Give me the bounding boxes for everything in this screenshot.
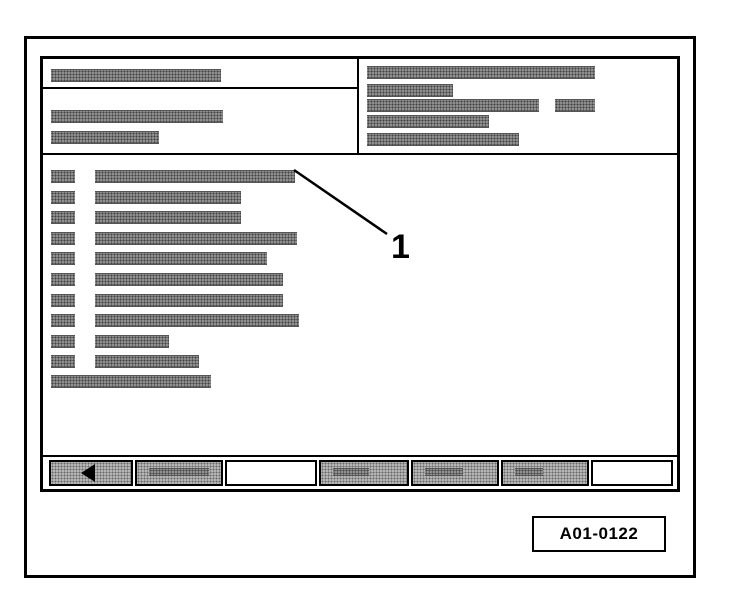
list-item-9-label[interactable] (95, 335, 169, 348)
list-item-3-label[interactable] (95, 211, 241, 224)
header-title-bar (51, 69, 221, 82)
figure-code-label: A01-0122 (532, 516, 666, 552)
function-button-7[interactable] (591, 460, 673, 486)
header-right-line-3a (367, 99, 539, 112)
header-right-panel (359, 59, 677, 153)
list-item-7-code (51, 294, 75, 307)
function-button-6-label (515, 468, 543, 476)
list-item-8-code (51, 314, 75, 327)
function-button-6[interactable] (501, 460, 589, 486)
list-item-5-code (51, 252, 75, 265)
function-button-2-label (149, 468, 209, 476)
header-right-line-1 (367, 66, 595, 79)
list-item-3-code (51, 211, 75, 224)
list-item-1-label[interactable] (95, 170, 295, 183)
function-button-4[interactable] (319, 460, 409, 486)
header-right-line-2 (367, 84, 453, 97)
list-item-10-label[interactable] (95, 355, 199, 368)
header-left-line-1 (51, 110, 223, 123)
function-button-4-label (333, 468, 369, 476)
function-button-3[interactable] (225, 460, 317, 486)
list-item-8-label[interactable] (95, 314, 299, 327)
tester-screen (40, 56, 680, 492)
callout-number: 1 (391, 228, 410, 266)
header-right-line-5 (367, 133, 519, 146)
list-item-9-code (51, 335, 75, 348)
function-button-2[interactable] (135, 460, 223, 486)
list-item-10-code (51, 355, 75, 368)
function-key-bar (43, 455, 677, 489)
header-divider (43, 153, 677, 155)
back-button[interactable] (49, 460, 133, 486)
header-left-divider (43, 87, 359, 89)
header-right-line-4 (367, 115, 489, 128)
function-button-5-label (425, 468, 463, 476)
list-item-7-label[interactable] (95, 294, 283, 307)
list-item-4-code (51, 232, 75, 245)
list-footer-text (51, 375, 211, 388)
list-item-2-label[interactable] (95, 191, 241, 204)
list-item-6-label[interactable] (95, 273, 283, 286)
list-item-6-code (51, 273, 75, 286)
list-item-2-code (51, 191, 75, 204)
list-item-5-label[interactable] (95, 252, 267, 265)
back-arrow-icon (81, 464, 95, 482)
list-item-1-code (51, 170, 75, 183)
function-button-5[interactable] (411, 460, 499, 486)
header-left-panel (43, 59, 359, 153)
list-item-4-label[interactable] (95, 232, 297, 245)
header-right-line-3b (555, 99, 595, 112)
header-left-line-2 (51, 131, 159, 144)
